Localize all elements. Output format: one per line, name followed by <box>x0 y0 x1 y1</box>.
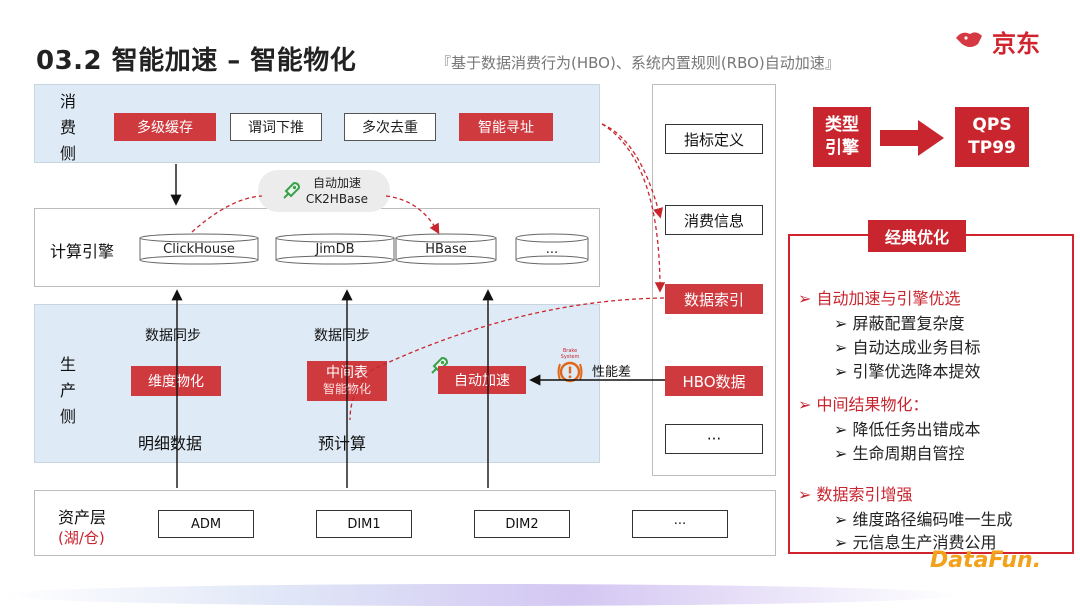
side-item-data-index: 数据索引 <box>665 284 763 314</box>
production-label-line: 生 <box>59 355 76 374</box>
jd-logo: 京东 <box>952 24 1072 58</box>
asset-item: ADM <box>158 510 254 538</box>
tag-multi-cache: 多级缓存 <box>114 113 216 141</box>
classic-item-text: 自动达成业务目标 <box>852 338 981 357</box>
side-item-more: ··· <box>665 424 763 454</box>
dashed-arrow <box>349 297 665 421</box>
engine-jimdb: JimDB <box>315 241 355 257</box>
tag-smart-addressing: 智能寻址 <box>459 113 553 141</box>
classic-item-text: 屏蔽配置复杂度 <box>852 314 965 333</box>
dashed-arrow <box>191 195 263 233</box>
tp99-line: TP99 <box>968 138 1016 158</box>
classic-section-title: ➢ 中间结果物化： <box>798 395 929 414</box>
consume-label: 消 费 侧 <box>54 89 82 167</box>
sync-label: 数据同步 <box>145 328 201 344</box>
engine-more: ... <box>545 241 559 257</box>
consume-label-line: 侧 <box>59 144 76 163</box>
asset-item: DIM2 <box>474 510 570 538</box>
engine-cylinder <box>139 233 259 265</box>
section-title-text: 自动加速与引擎优选 <box>816 289 961 308</box>
bubble-line: CK2HBase <box>305 192 369 206</box>
section-title-text: 中间结果物化： <box>816 395 929 414</box>
engine-cylinder <box>275 233 395 265</box>
brake-warning: Brake System <box>553 348 587 388</box>
production-label-line: 侧 <box>59 407 76 426</box>
classic-item: ➢ 屏蔽配置复杂度 <box>834 314 965 333</box>
section-title-text: 数据索引增强 <box>816 485 913 504</box>
consume-label-line: 消 <box>59 92 76 111</box>
classic-item: ➢ 维度路径编码唯一生成 <box>834 510 1013 529</box>
asset-item: ··· <box>632 510 728 538</box>
type-engine-box: 类型 引擎 <box>813 107 871 167</box>
dim-materialize-box: 维度物化 <box>131 366 221 396</box>
tag-predicate-pushdown: 谓词下推 <box>230 113 322 141</box>
consume-label-line: 费 <box>59 118 76 137</box>
production-label-line: 产 <box>59 381 76 400</box>
precompute-label: 预计算 <box>318 434 367 453</box>
classic-item-text: 引擎优选降本提效 <box>852 362 981 381</box>
dashed-arrow <box>601 123 664 219</box>
page-subtitle: 『基于数据消费行为(HBO)、系统内置规则(RBO)自动加速』 <box>436 54 840 72</box>
classic-optimization-panel <box>788 234 1074 554</box>
classic-section-title: ➢ 自动加速与引擎优选 <box>798 289 961 308</box>
dashed-arrow <box>385 195 440 235</box>
tag-multi-dedup: 多次去重 <box>344 113 436 141</box>
arrow-right-icon <box>880 120 944 156</box>
warning-icon <box>557 361 583 383</box>
warning-caption: Brake System <box>560 348 580 360</box>
jd-dog-icon <box>956 32 982 47</box>
production-label: 生 产 侧 <box>54 352 82 430</box>
classic-item: ➢ 生命周期自管控 <box>834 444 965 463</box>
side-item-hbo-data: HBO数据 <box>665 366 763 396</box>
sync-label: 数据同步 <box>314 328 370 344</box>
classic-item: ➢ 引擎优选降本提效 <box>834 362 981 381</box>
asset-item: DIM1 <box>316 510 412 538</box>
engine-cylinder <box>515 233 589 265</box>
classic-item-text: 生命周期自管控 <box>852 444 965 463</box>
decorative-swoosh <box>0 584 960 606</box>
qps-line: QPS <box>972 115 1012 135</box>
engine-label: 计算引擎 <box>50 242 115 261</box>
rocket-icon <box>283 181 300 199</box>
classic-item-text: 元信息生产消费公用 <box>852 533 997 552</box>
perf-label: 性能差 <box>592 365 632 380</box>
page-title: 03.2 智能加速 – 智能物化 <box>36 46 357 76</box>
datafun-logo: DataFun. <box>930 548 1042 573</box>
classic-item: ➢ 元信息生产消费公用 <box>834 533 997 552</box>
auto-accel-bubble: 自动加速 CK2HBase <box>258 170 390 212</box>
detail-data-label: 明细数据 <box>138 434 203 453</box>
engine-clickhouse: ClickHouse <box>163 241 235 257</box>
dashed-arrow <box>601 123 666 293</box>
engine-cylinder <box>395 233 497 265</box>
classic-section-title: ➢ 数据索引增强 <box>798 485 913 504</box>
type-engine-line: 引擎 <box>825 138 859 158</box>
asset-sublabel: (湖/仓) <box>58 529 105 547</box>
logo-text: 京东 <box>992 29 1040 58</box>
side-item-consume-info: 消费信息 <box>665 205 763 235</box>
side-item-metric-definition: 指标定义 <box>665 124 763 154</box>
type-engine-line: 类型 <box>825 115 859 135</box>
bubble-line: 自动加速 <box>312 176 361 190</box>
classic-item: ➢ 自动达成业务目标 <box>834 338 981 357</box>
classic-item-text: 维度路径编码唯一生成 <box>852 510 1013 529</box>
classic-item: ➢ 降低任务出错成本 <box>834 420 981 439</box>
classic-item-text: 降低任务出错成本 <box>852 420 981 439</box>
classic-header: 经典优化 <box>868 220 966 252</box>
auto-accel-box: 自动加速 <box>438 366 526 394</box>
engine-hbase: HBase <box>425 241 467 257</box>
qps-tp99-box: QPS TP99 <box>955 107 1029 167</box>
asset-label: 资产层 <box>58 508 107 527</box>
